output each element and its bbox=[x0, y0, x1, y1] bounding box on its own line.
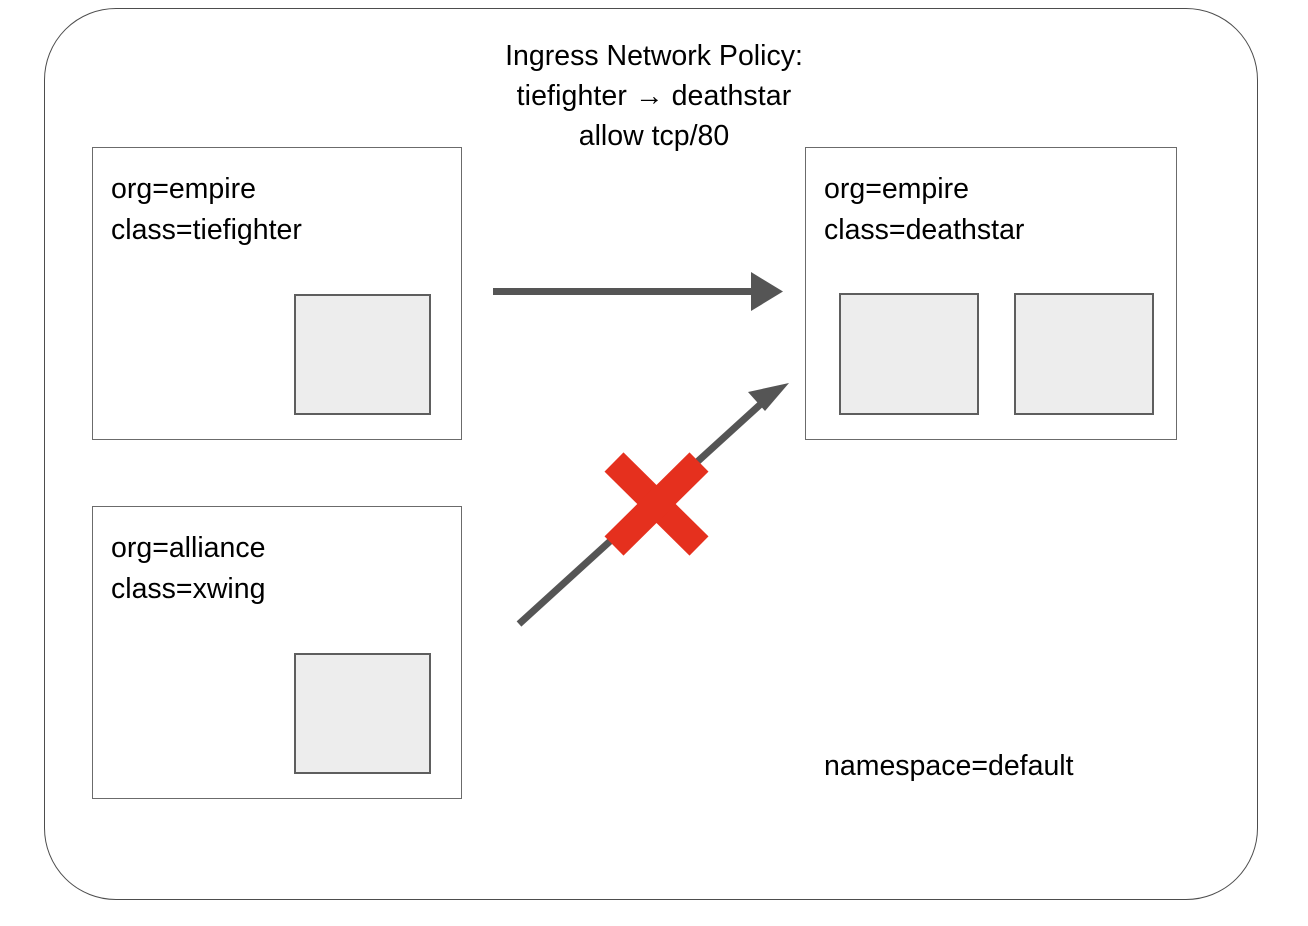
policy-title-line-2: tiefighter → deathstar bbox=[516, 80, 792, 112]
endpoint-labels-tiefighter: org=empire class=tiefighter bbox=[111, 169, 302, 251]
policy-title-line-3: allow tcp/80 bbox=[578, 120, 730, 152]
endpoint-labels-deathstar: org=empire class=deathstar bbox=[824, 169, 1024, 251]
page-title: Ingress Network Policy: tiefighter → dea… bbox=[404, 36, 904, 156]
endpoint-labels-xwing: org=alliance class=xwing bbox=[111, 528, 265, 610]
endpoint-class-label-tiefighter: class=tiefighter bbox=[111, 214, 302, 246]
pod-square bbox=[294, 294, 431, 415]
pod-square bbox=[839, 293, 979, 415]
namespace-label: namespace=default bbox=[824, 750, 1074, 782]
pod-square bbox=[294, 653, 431, 774]
endpoint-box-tiefighter: org=empire class=tiefighter bbox=[92, 147, 462, 440]
endpoint-org-label-tiefighter: org=empire bbox=[111, 173, 256, 205]
endpoint-box-xwing: org=alliance class=xwing bbox=[92, 506, 462, 799]
endpoint-org-label-xwing: org=alliance bbox=[111, 532, 266, 564]
endpoint-org-label-deathstar: org=empire bbox=[824, 173, 969, 205]
pod-square bbox=[1014, 293, 1154, 415]
endpoint-class-label-xwing: class=xwing bbox=[111, 573, 266, 605]
endpoint-class-label-deathstar: class=deathstar bbox=[824, 214, 1025, 246]
policy-title-line-1: Ingress Network Policy: bbox=[505, 40, 803, 72]
endpoint-box-deathstar: org=empire class=deathstar bbox=[805, 147, 1177, 440]
namespace-boundary bbox=[44, 8, 1258, 900]
